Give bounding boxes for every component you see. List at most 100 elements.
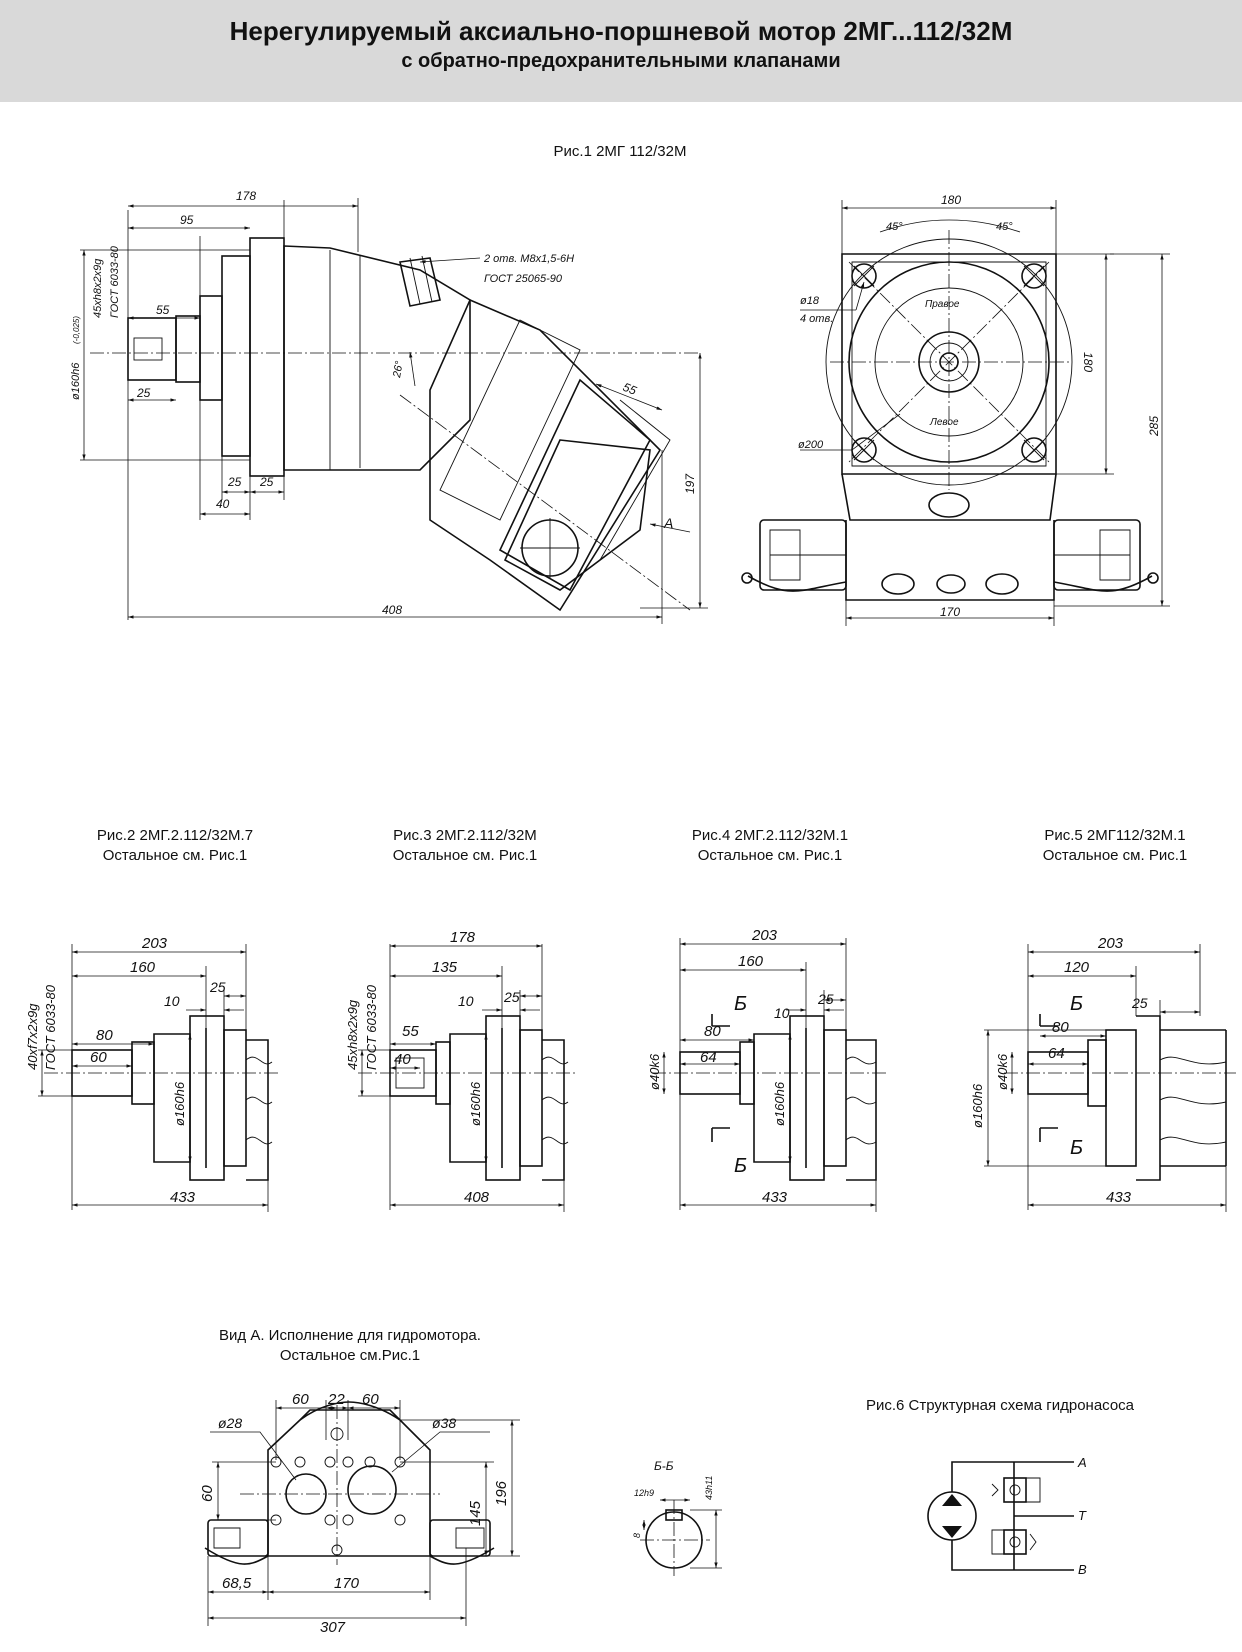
page-subtitle: с обратно-предохранительными клапанами xyxy=(401,50,841,72)
fig4-dim-80: 80 xyxy=(704,1023,721,1040)
fig1-dim-95: 95 xyxy=(180,213,194,227)
side-holes-4: 4 отв. xyxy=(800,313,833,325)
viewA-dim-68: 68,5 xyxy=(222,1575,252,1592)
fig6-caption: Рис.6 Структурная схема гидронасоса xyxy=(865,1397,1135,1414)
fig3-dim-408: 408 xyxy=(464,1189,490,1206)
fig4-dim-160: 160 xyxy=(738,953,764,970)
fig1-dim-25b: 25 xyxy=(259,475,274,489)
fig2-spline: 40xf7x2x9g xyxy=(25,1003,40,1070)
viewA-dim-60b: 60 xyxy=(362,1391,379,1408)
fig4-caption: Рис.4 2МГ.2.112/32М.1 Остальное см. Рис.… xyxy=(650,826,890,866)
fig4-dim-64: 64 xyxy=(700,1049,717,1066)
fig1-side-view: 180 45° 45° ø18 4 отв. ø200 Правое Левое… xyxy=(741,193,1170,626)
fig1-spline: 45xh8x2x9g xyxy=(92,258,104,318)
fig5-dim-120: 120 xyxy=(1064,959,1090,976)
fig3-caption: Рис.3 2МГ.2.112/32М Остальное см. Рис.1 xyxy=(350,826,580,866)
side-rotation-left: Левое xyxy=(929,417,959,428)
fig3-drawing: 178 135 10 25 55 40 45xh8x2x9g ГОСТ 6033… xyxy=(345,929,576,1212)
side-dim-285: 285 xyxy=(1147,416,1161,437)
fig1-view-a-label: А xyxy=(663,515,673,531)
port-t: Т xyxy=(1078,1508,1087,1523)
section-bb-label: Б-Б xyxy=(654,1459,674,1473)
viewA-dim-60v: 60 xyxy=(199,1485,216,1502)
fig4-dim-25: 25 xyxy=(817,991,834,1007)
section-bb: Б-Б 12h9 43h11 8 xyxy=(632,1459,722,1576)
fig5-dim-433: 433 xyxy=(1106,1189,1132,1206)
fig2-dim-25: 25 xyxy=(209,979,226,995)
fig2-dim-10: 10 xyxy=(164,993,180,1009)
fig1-dim-25: 25 xyxy=(136,386,151,400)
fig4-section-b-bottom: Б xyxy=(734,1155,747,1177)
fig3-dim-178: 178 xyxy=(450,929,476,946)
fig5-caption-line1: Рис.5 2МГ112/32М.1 xyxy=(1044,827,1186,844)
fig5-dim-203: 203 xyxy=(1097,935,1124,952)
viewA-dim-22: 22 xyxy=(327,1391,345,1408)
viewA-dim-196: 196 xyxy=(493,1480,510,1506)
fig2-dia: ø160h6 xyxy=(172,1081,187,1126)
fig1-gost2: ГОСТ 25065-90 xyxy=(484,273,563,285)
viewA-dim-d28: ø28 xyxy=(218,1415,242,1431)
viewA-dim-d38: ø38 xyxy=(432,1415,456,1431)
title-banner: Нерегулируемый аксиально-поршневой мотор… xyxy=(0,0,1242,102)
fig1-holes: 2 отв. M8x1,5-6H xyxy=(483,253,574,265)
side-rotation-right: Правое xyxy=(925,299,960,310)
viewA-drawing: 60 22 60 ø28 ø38 60 145 196 68,5 170 307 xyxy=(199,1391,520,1636)
fig1-dim-55: 55 xyxy=(156,303,170,317)
fig1-caption: Рис.1 2МГ 112/32М xyxy=(553,143,687,160)
side-angle-right: 45° xyxy=(996,221,1013,233)
fig1-front-view: 178 95 55 25 45xh8x2x9g ГОСТ 6033-80 ø16… xyxy=(70,189,708,624)
port-a: А xyxy=(1077,1455,1087,1470)
fig1-dim-408: 408 xyxy=(382,603,402,617)
fig2-caption: Рис.2 2МГ.2.112/32М.7 Остальное см. Рис.… xyxy=(60,826,290,866)
section-bb-dim-43: 43h11 xyxy=(704,1476,714,1500)
fig5-dia40: ø40k6 xyxy=(995,1053,1010,1090)
fig4-dim-203: 203 xyxy=(751,927,778,944)
port-b: В xyxy=(1078,1562,1087,1577)
fig2-dim-160: 160 xyxy=(130,959,156,976)
fig2-dim-433: 433 xyxy=(170,1189,196,1206)
fig2-dim-203: 203 xyxy=(141,935,168,952)
side-dim-d200: ø200 xyxy=(798,439,824,451)
fig2-caption-line1: Рис.2 2МГ.2.112/32М.7 xyxy=(96,827,254,844)
fig4-dim-433: 433 xyxy=(762,1189,788,1206)
side-dim-d18: ø18 xyxy=(800,295,820,307)
fig1-dim-178: 178 xyxy=(236,189,256,203)
viewA-dim-145: 145 xyxy=(467,1500,484,1526)
fig2-dim-60: 60 xyxy=(90,1049,107,1066)
fig1-gost: ГОСТ 6033-80 xyxy=(109,245,121,318)
fig1-dim-197: 197 xyxy=(683,473,697,494)
fig1-dia160: ø160h6 xyxy=(70,362,82,400)
viewA-caption-line1: Вид А. Исполнение для гидромотора. xyxy=(219,1327,481,1344)
fig2-drawing: 203 160 10 25 80 60 40xf7x2x9g ГОСТ 6033… xyxy=(25,935,280,1212)
fig3-dim-40: 40 xyxy=(394,1051,411,1068)
fig3-dim-135: 135 xyxy=(432,959,458,976)
fig5-caption-line2: Остальное см. Рис.1 xyxy=(1042,847,1188,864)
fig4-dim-10: 10 xyxy=(774,1005,790,1021)
fig5-section-b-bottom: Б xyxy=(1070,1137,1083,1159)
fig1-tolerance: (-0,025) xyxy=(72,316,81,344)
fig3-dim-25: 25 xyxy=(503,989,520,1005)
fig4-drawing: 203 160 10 25 80 64 Б Б ø40k6 ø160h6 433 xyxy=(647,927,886,1212)
fig1-angle: 26° xyxy=(391,359,406,379)
page-title: Нерегулируемый аксиально-поршневой мотор… xyxy=(229,16,1013,46)
side-dim-170: 170 xyxy=(940,605,960,619)
viewA-caption: Вид А. Исполнение для гидромотора. Остал… xyxy=(180,1326,520,1366)
fig5-section-b-top: Б xyxy=(1070,993,1083,1015)
fig3-dim-55: 55 xyxy=(402,1023,419,1040)
fig3-dia: ø160h6 xyxy=(468,1081,483,1126)
section-bb-dim-12: 12h9 xyxy=(634,1488,654,1498)
fig2-caption-line2: Остальное см. Рис.1 xyxy=(102,847,248,864)
side-angle-left: 45° xyxy=(886,221,903,233)
fig5-drawing: 203 120 25 80 64 Б Б ø40k6 ø160h6 433 xyxy=(970,935,1236,1212)
fig4-caption-line1: Рис.4 2МГ.2.112/32М.1 xyxy=(691,827,849,844)
viewA-dim-170: 170 xyxy=(334,1575,360,1592)
section-bb-dim-8: 8 xyxy=(632,1533,642,1538)
fig3-spline: 45xh8x2x9g xyxy=(345,999,360,1070)
fig6-hydraulic-scheme: А Т В xyxy=(927,1455,1087,1577)
fig1-dim-25a: 25 xyxy=(227,475,242,489)
fig3-dim-10: 10 xyxy=(458,993,474,1009)
viewA-dim-307: 307 xyxy=(320,1619,346,1636)
side-dim-180v: 180 xyxy=(1081,352,1095,372)
fig2-dim-80: 80 xyxy=(96,1027,113,1044)
